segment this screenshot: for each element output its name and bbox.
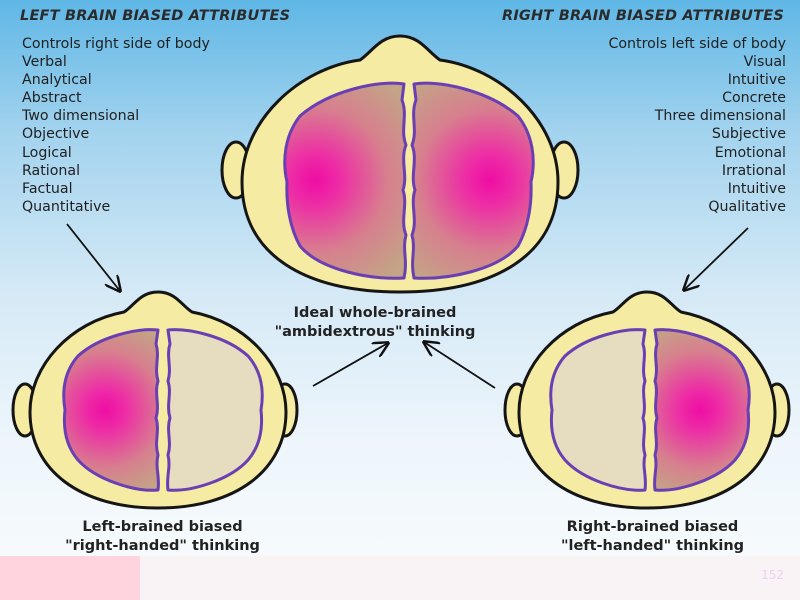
left-attribute-item: Controls right side of body — [22, 36, 210, 52]
right-attribute-item: Intuitive — [727, 180, 786, 197]
center-left-hemisphere — [283, 81, 408, 280]
left-head-caption: Left-brained biased "right-handed" think… — [20, 518, 305, 556]
center-caption-line-1: Ideal whole-brained — [293, 305, 457, 321]
right-attribute-item: Visual — [743, 54, 786, 71]
arrow-left-head-to-center — [312, 343, 388, 387]
left-caption-line-2: "right-handed" thinking — [65, 538, 260, 554]
left-head-left-hemisphere — [62, 328, 160, 492]
footer-accent-block — [0, 556, 140, 600]
left-attribute-item: Logical — [22, 144, 72, 161]
left-attributes-list: Controls right side of body Verbal Analy… — [22, 35, 210, 216]
diagram-slide: LEFT BRAIN BIASED ATTRIBUTES RIGHT BRAIN… — [0, 0, 800, 556]
left-attribute-item: Analytical — [22, 72, 92, 89]
left-attribute-item: Quantitative — [22, 198, 111, 215]
right-head — [503, 290, 791, 510]
left-attribute-item: Objective — [22, 126, 90, 143]
right-attributes-heading: RIGHT BRAIN BIASED ATTRIBUTES — [501, 8, 784, 24]
left-head — [11, 290, 299, 510]
arrow-left-list-to-left-head — [66, 223, 120, 291]
right-head-right-hemisphere — [653, 328, 751, 492]
right-caption-line-1: Right-brained biased — [566, 519, 739, 535]
right-attribute-item: Concrete — [722, 90, 786, 107]
center-caption-line-2: "ambidextrous" thinking — [274, 324, 476, 340]
right-attribute-item: Intuitive — [727, 72, 786, 89]
right-head-caption: Right-brained biased "left-handed" think… — [505, 518, 800, 556]
arrow-right-list-to-right-head — [684, 227, 749, 290]
arrow-right-head-to-center — [424, 342, 496, 389]
left-attributes-heading: LEFT BRAIN BIASED ATTRIBUTES — [20, 8, 291, 24]
page-number: 152 — [761, 568, 784, 582]
right-attribute-item: Controls left side of body — [608, 36, 786, 52]
left-caption-line-1: Left-brained biased — [82, 519, 243, 535]
left-head-right-hemisphere — [166, 328, 264, 492]
slide-footer: 152 — [0, 556, 800, 600]
right-caption-line-2: "left-handed" thinking — [560, 538, 745, 554]
right-head-left-hemisphere — [549, 328, 647, 492]
left-attribute-item: Two dimensional — [22, 108, 140, 125]
left-attribute-item: Rational — [22, 162, 81, 179]
right-attribute-item: Three dimensional — [654, 108, 786, 125]
left-attribute-item: Abstract — [22, 90, 82, 107]
brain-diagram — [11, 34, 791, 510]
right-attribute-item: Irrational — [721, 162, 786, 179]
center-head-caption: Ideal whole-brained "ambidextrous" think… — [230, 304, 520, 342]
right-attributes-list: Controls left side of body Visual Intuit… — [608, 35, 786, 216]
right-attribute-item: Qualitative — [708, 198, 786, 215]
center-head — [220, 34, 580, 294]
center-right-hemisphere — [410, 81, 535, 280]
right-attribute-item: Emotional — [714, 144, 786, 161]
right-attribute-item: Subjective — [711, 126, 786, 143]
left-attribute-item: Factual — [22, 180, 73, 197]
left-attribute-item: Verbal — [22, 54, 67, 71]
